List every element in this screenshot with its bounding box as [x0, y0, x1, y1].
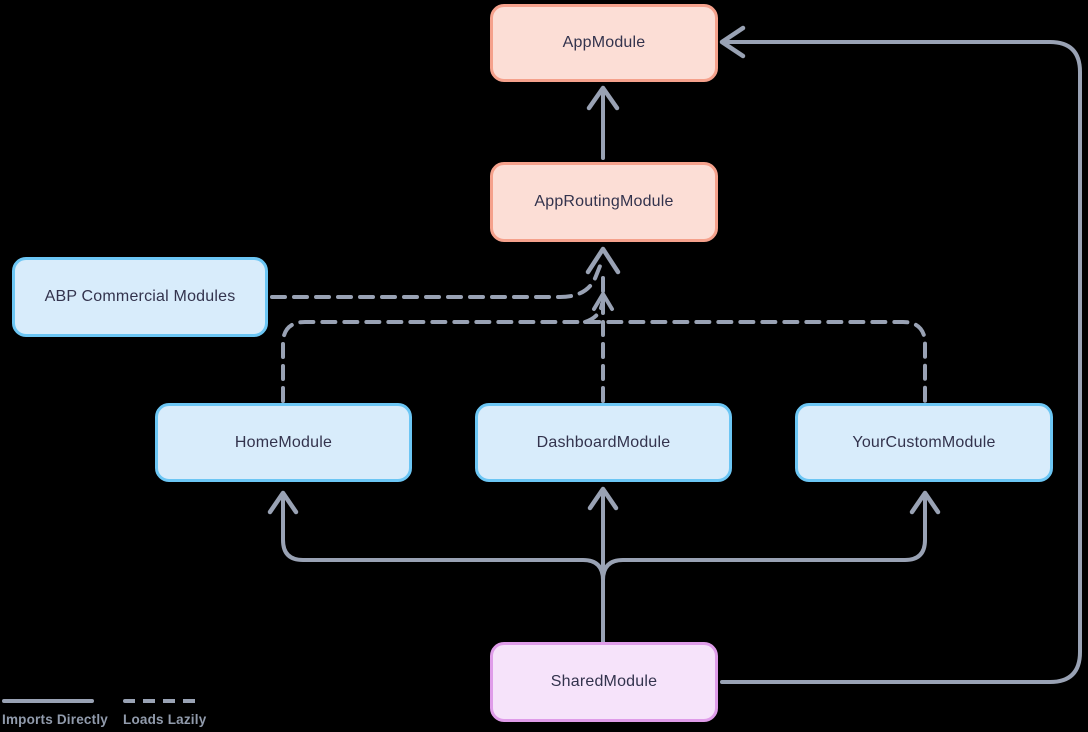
edge-shared-to-app: [720, 40, 1082, 684]
node-label: SharedModule: [550, 673, 658, 690]
arrowhead-lazy-to-approuting: [585, 246, 621, 275]
arrowhead-shared-to-app: [719, 25, 746, 59]
arrowhead-rail-merge: [592, 292, 614, 311]
legend-dashed-line-sample: [123, 699, 203, 703]
node-label: ABP Commercial Modules: [44, 288, 236, 305]
node-your-custom-module: YourCustomModule: [795, 403, 1053, 482]
node-label: HomeModule: [234, 433, 333, 451]
node-app-module: AppModule: [490, 4, 718, 82]
legend-solid-line-sample: [2, 699, 94, 703]
edge-lazy-rail-home-to-yourcustom: [281, 320, 927, 403]
legend-imports-directly-label: Imports Directly: [2, 712, 108, 727]
node-dashboard-module: DashboardModule: [475, 403, 732, 482]
node-abp-commercial-modules: ABP Commercial Modules: [12, 257, 268, 337]
arrowhead-approuting-to-app: [586, 85, 620, 111]
node-shared-module: SharedModule: [490, 642, 718, 722]
node-label: DashboardModule: [536, 433, 671, 451]
arrowhead-shared-to-yourcustom: [909, 490, 941, 515]
legend-imports-directly: Imports Directly: [2, 699, 108, 727]
edge-shared-to-home: [281, 497, 605, 646]
node-label: YourCustomModule: [852, 433, 996, 451]
node-label: AppRoutingModule: [534, 193, 674, 210]
node-app-routing-module: AppRoutingModule: [490, 162, 718, 242]
legend-loads-lazily-label: Loads Lazily: [123, 712, 207, 727]
arrowhead-shared-to-dashboard: [587, 486, 619, 511]
node-label: AppModule: [562, 34, 646, 51]
arrowhead-shared-to-home: [267, 490, 299, 515]
legend-loads-lazily: Loads Lazily: [123, 699, 206, 727]
edge-shared-to-yourcustom: [601, 497, 927, 646]
edge-abp-to-approuting: [270, 264, 602, 299]
node-home-module: HomeModule: [155, 403, 412, 482]
